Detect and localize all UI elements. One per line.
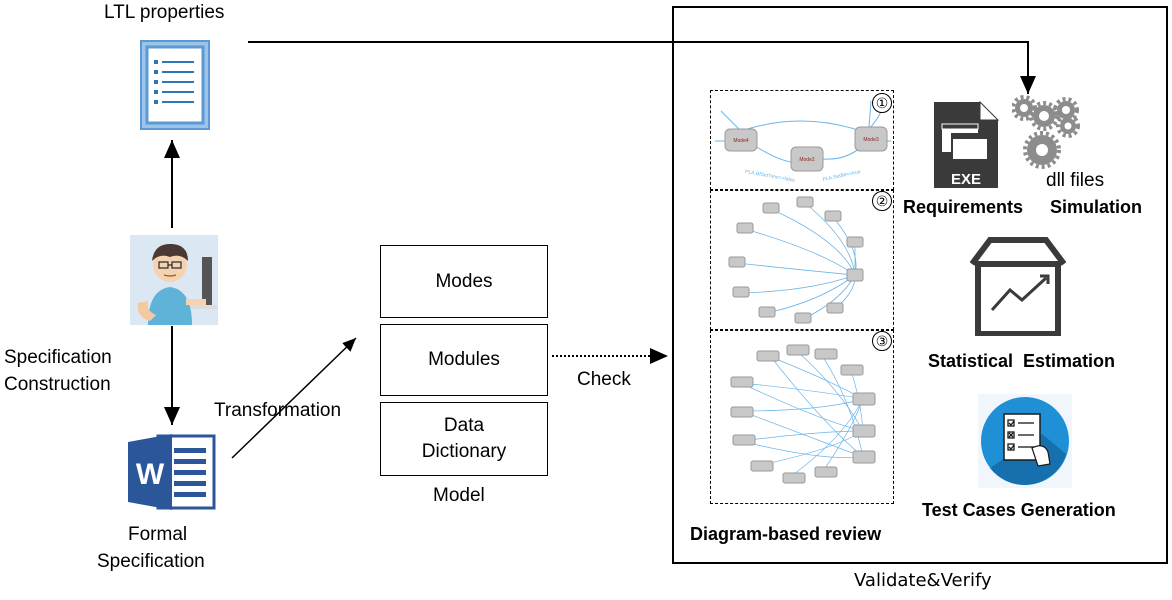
panel1-node-mode2: Mode2 xyxy=(799,157,815,163)
document-icon xyxy=(140,40,210,130)
transformation-label: Transformation xyxy=(214,400,342,421)
exe-file-icon: EXE xyxy=(932,100,1000,190)
panel1-node-mode4: Mode4 xyxy=(733,138,749,144)
model-caption: Model xyxy=(433,485,485,506)
requirements-label: Requirements xyxy=(903,197,1024,217)
modules-label: Modules xyxy=(428,349,500,370)
model-box-data-dictionary: Data Dictionary xyxy=(380,402,548,476)
panel1-node-mode3: Mode3 xyxy=(863,137,879,143)
check-label: Check xyxy=(577,369,631,390)
data-label: Data xyxy=(443,415,485,436)
panel1-edge-label-2: PLA.SetBit=>true xyxy=(822,169,861,183)
chart-box-icon xyxy=(969,236,1067,337)
validate-verify-caption: Validate&Verify xyxy=(854,570,992,591)
ltl-properties-label: LTL properties xyxy=(104,2,225,23)
modes-label: Modes xyxy=(435,270,493,292)
panel1-edge-label-1: PLA.BfSetTime=>false xyxy=(745,169,796,184)
formal-specification-line2: Specification xyxy=(97,551,205,572)
specification-construction-line2: Construction xyxy=(4,374,111,395)
gears-icon xyxy=(1011,94,1084,172)
model-box-modes: Modes xyxy=(380,245,548,318)
diagram-based-review-label: Diagram-based review xyxy=(690,524,882,544)
simulation-label: Simulation xyxy=(1050,197,1143,217)
transformation-arrow xyxy=(231,337,357,459)
exe-badge-text: EXE xyxy=(951,171,981,188)
diagram-panel-1: Mode4 Mode2 Mode3 PLA.BfSetTime=>false P… xyxy=(710,90,894,190)
panel-number-3: ③ xyxy=(872,331,892,351)
checklist-icon xyxy=(978,394,1072,488)
dll-files-label: dll files xyxy=(1046,170,1105,191)
validate-verify-frame xyxy=(672,6,1168,564)
specification-construction-line1: Specification xyxy=(4,347,112,368)
panel-number-2: ② xyxy=(872,191,892,211)
diagram-panel-2 xyxy=(710,190,894,330)
formal-specification-line1: Formal xyxy=(128,524,188,545)
svg-text:W: W xyxy=(136,458,165,491)
diagram-panel-3 xyxy=(710,330,894,504)
model-box-modules: Modules xyxy=(380,324,548,396)
word-icon: W xyxy=(128,432,218,512)
statistical-estimation-label: Statistical Estimation xyxy=(928,351,1116,371)
programmer-icon xyxy=(130,235,218,325)
ltl-to-simulation-arrow xyxy=(248,41,1036,94)
dictionary-label: Dictionary xyxy=(421,441,507,462)
panel-number-1: ① xyxy=(872,93,892,113)
test-cases-generation-label: Test Cases Generation xyxy=(922,500,1116,520)
